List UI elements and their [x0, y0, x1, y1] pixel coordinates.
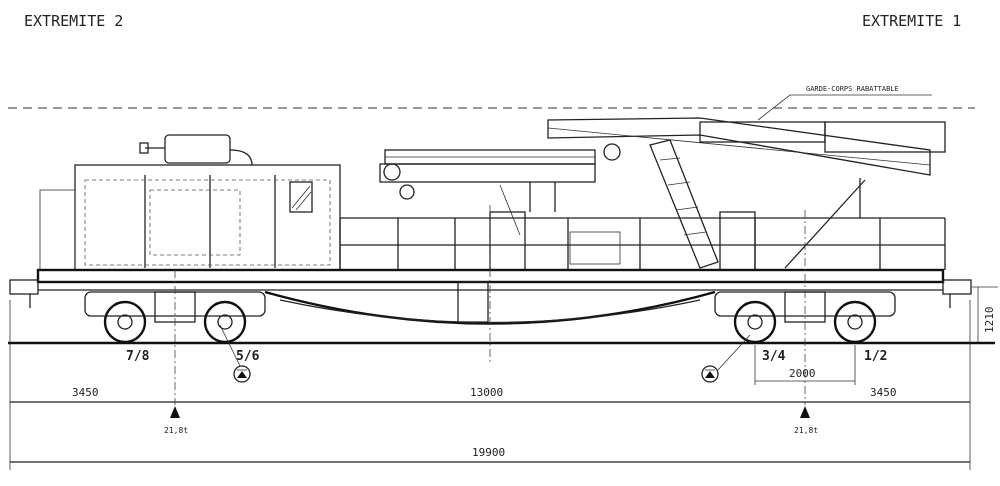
- end-label-left: EXTREMITE 2: [24, 12, 123, 30]
- axle-label-7-8: 7/8: [126, 349, 150, 364]
- svg-text:21,8t: 21,8t: [794, 426, 818, 435]
- axle-load-right: 21,8t: [794, 406, 818, 435]
- end-label-right: EXTREMITE 1: [862, 12, 961, 30]
- callout-garde-corps: GARDE-CORPS RABATTABLE: [757, 85, 932, 121]
- conveyor-middle: [379, 149, 596, 236]
- dim-overhang-left: 3450: [72, 386, 99, 399]
- dim-overhang-right: 3450: [870, 386, 897, 399]
- dimension-row-main: 3450 13000 3450 19900: [9, 300, 971, 470]
- svg-text:21,8t: 21,8t: [164, 426, 188, 435]
- svg-text:2000: 2000: [789, 367, 816, 380]
- dim-total-length: 19900: [472, 446, 505, 459]
- guard-railing: [339, 211, 946, 271]
- axle-load-left: 21,8t: [164, 406, 188, 435]
- axle-label-1-2: 1/2: [864, 349, 887, 364]
- dim-bogie-centres: 13000: [470, 386, 503, 399]
- brake-symbol-right: [701, 334, 751, 383]
- axle-label-3-4: 3/4: [762, 349, 786, 364]
- dimension-buffer-height: 1210: [972, 286, 998, 343]
- dimension-wheelbase: 2000: [754, 345, 856, 385]
- engine-housing: [39, 134, 341, 271]
- svg-text:1210: 1210: [983, 307, 996, 334]
- brake-symbol-left: [219, 324, 251, 383]
- axle-label-5-6: 5/6: [236, 349, 260, 364]
- svg-text:GARDE-CORPS RABATTABLE: GARDE-CORPS RABATTABLE: [806, 85, 899, 93]
- conveyor-inclined: [547, 117, 946, 269]
